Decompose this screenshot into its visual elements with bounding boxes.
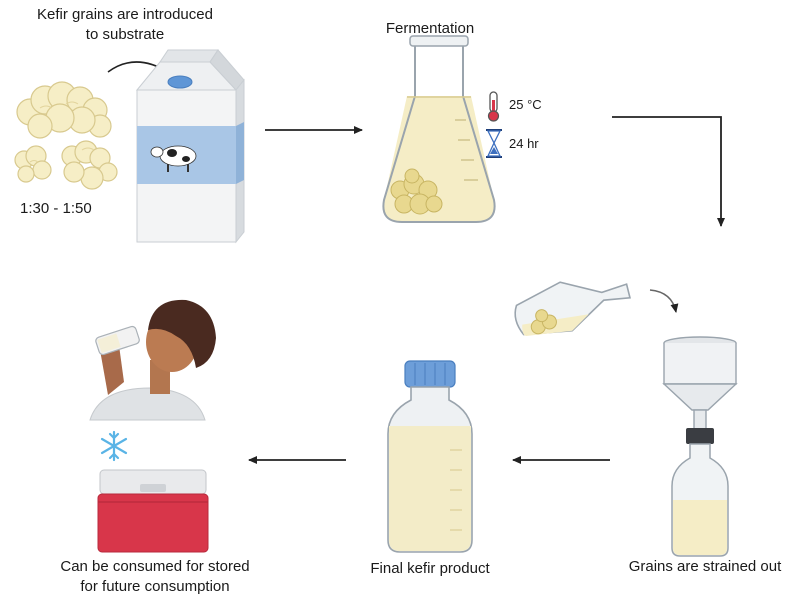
grain-ratio: 1:30 - 1:50 — [20, 200, 92, 217]
collection-bottle-icon — [671, 428, 729, 557]
temperature-value: 25 °C — [509, 97, 542, 112]
thermometer-icon — [487, 91, 500, 122]
tilted-flask-icon — [514, 281, 631, 337]
step1-caption: Kefir grains are introduced to substrate — [20, 5, 230, 45]
step1-caption-line2: to substrate — [85, 26, 165, 43]
kefir-grains-icon — [14, 81, 118, 190]
arrow-to-straining — [612, 116, 725, 227]
erlenmeyer-flask-icon — [382, 35, 496, 223]
step1-caption-line1: Kefir grains are introduced — [37, 6, 213, 23]
step2-caption: Fermentation — [385, 20, 475, 37]
time-value: 24 hr — [509, 136, 539, 151]
cow-icon — [150, 145, 197, 172]
milk-carton-icon — [135, 49, 245, 244]
pour-arrow — [649, 289, 679, 313]
cooler-box-icon — [97, 469, 209, 553]
kefir-grains-in-flask — [390, 168, 443, 215]
snowflake-icon — [100, 430, 128, 462]
step3-caption: Grains are strained out — [628, 558, 782, 575]
step4-caption: Final kefir product — [370, 560, 490, 577]
person-drinking-icon — [89, 299, 216, 421]
step5-caption-line2: for future consumption — [80, 578, 230, 595]
hourglass-icon — [486, 129, 502, 158]
step5-caption-line1: Can be consumed for stored — [60, 558, 250, 575]
funnel-icon — [662, 336, 738, 431]
kefir-bottle-icon — [387, 360, 473, 553]
step5-caption: Can be consumed for stored for future co… — [30, 557, 280, 597]
